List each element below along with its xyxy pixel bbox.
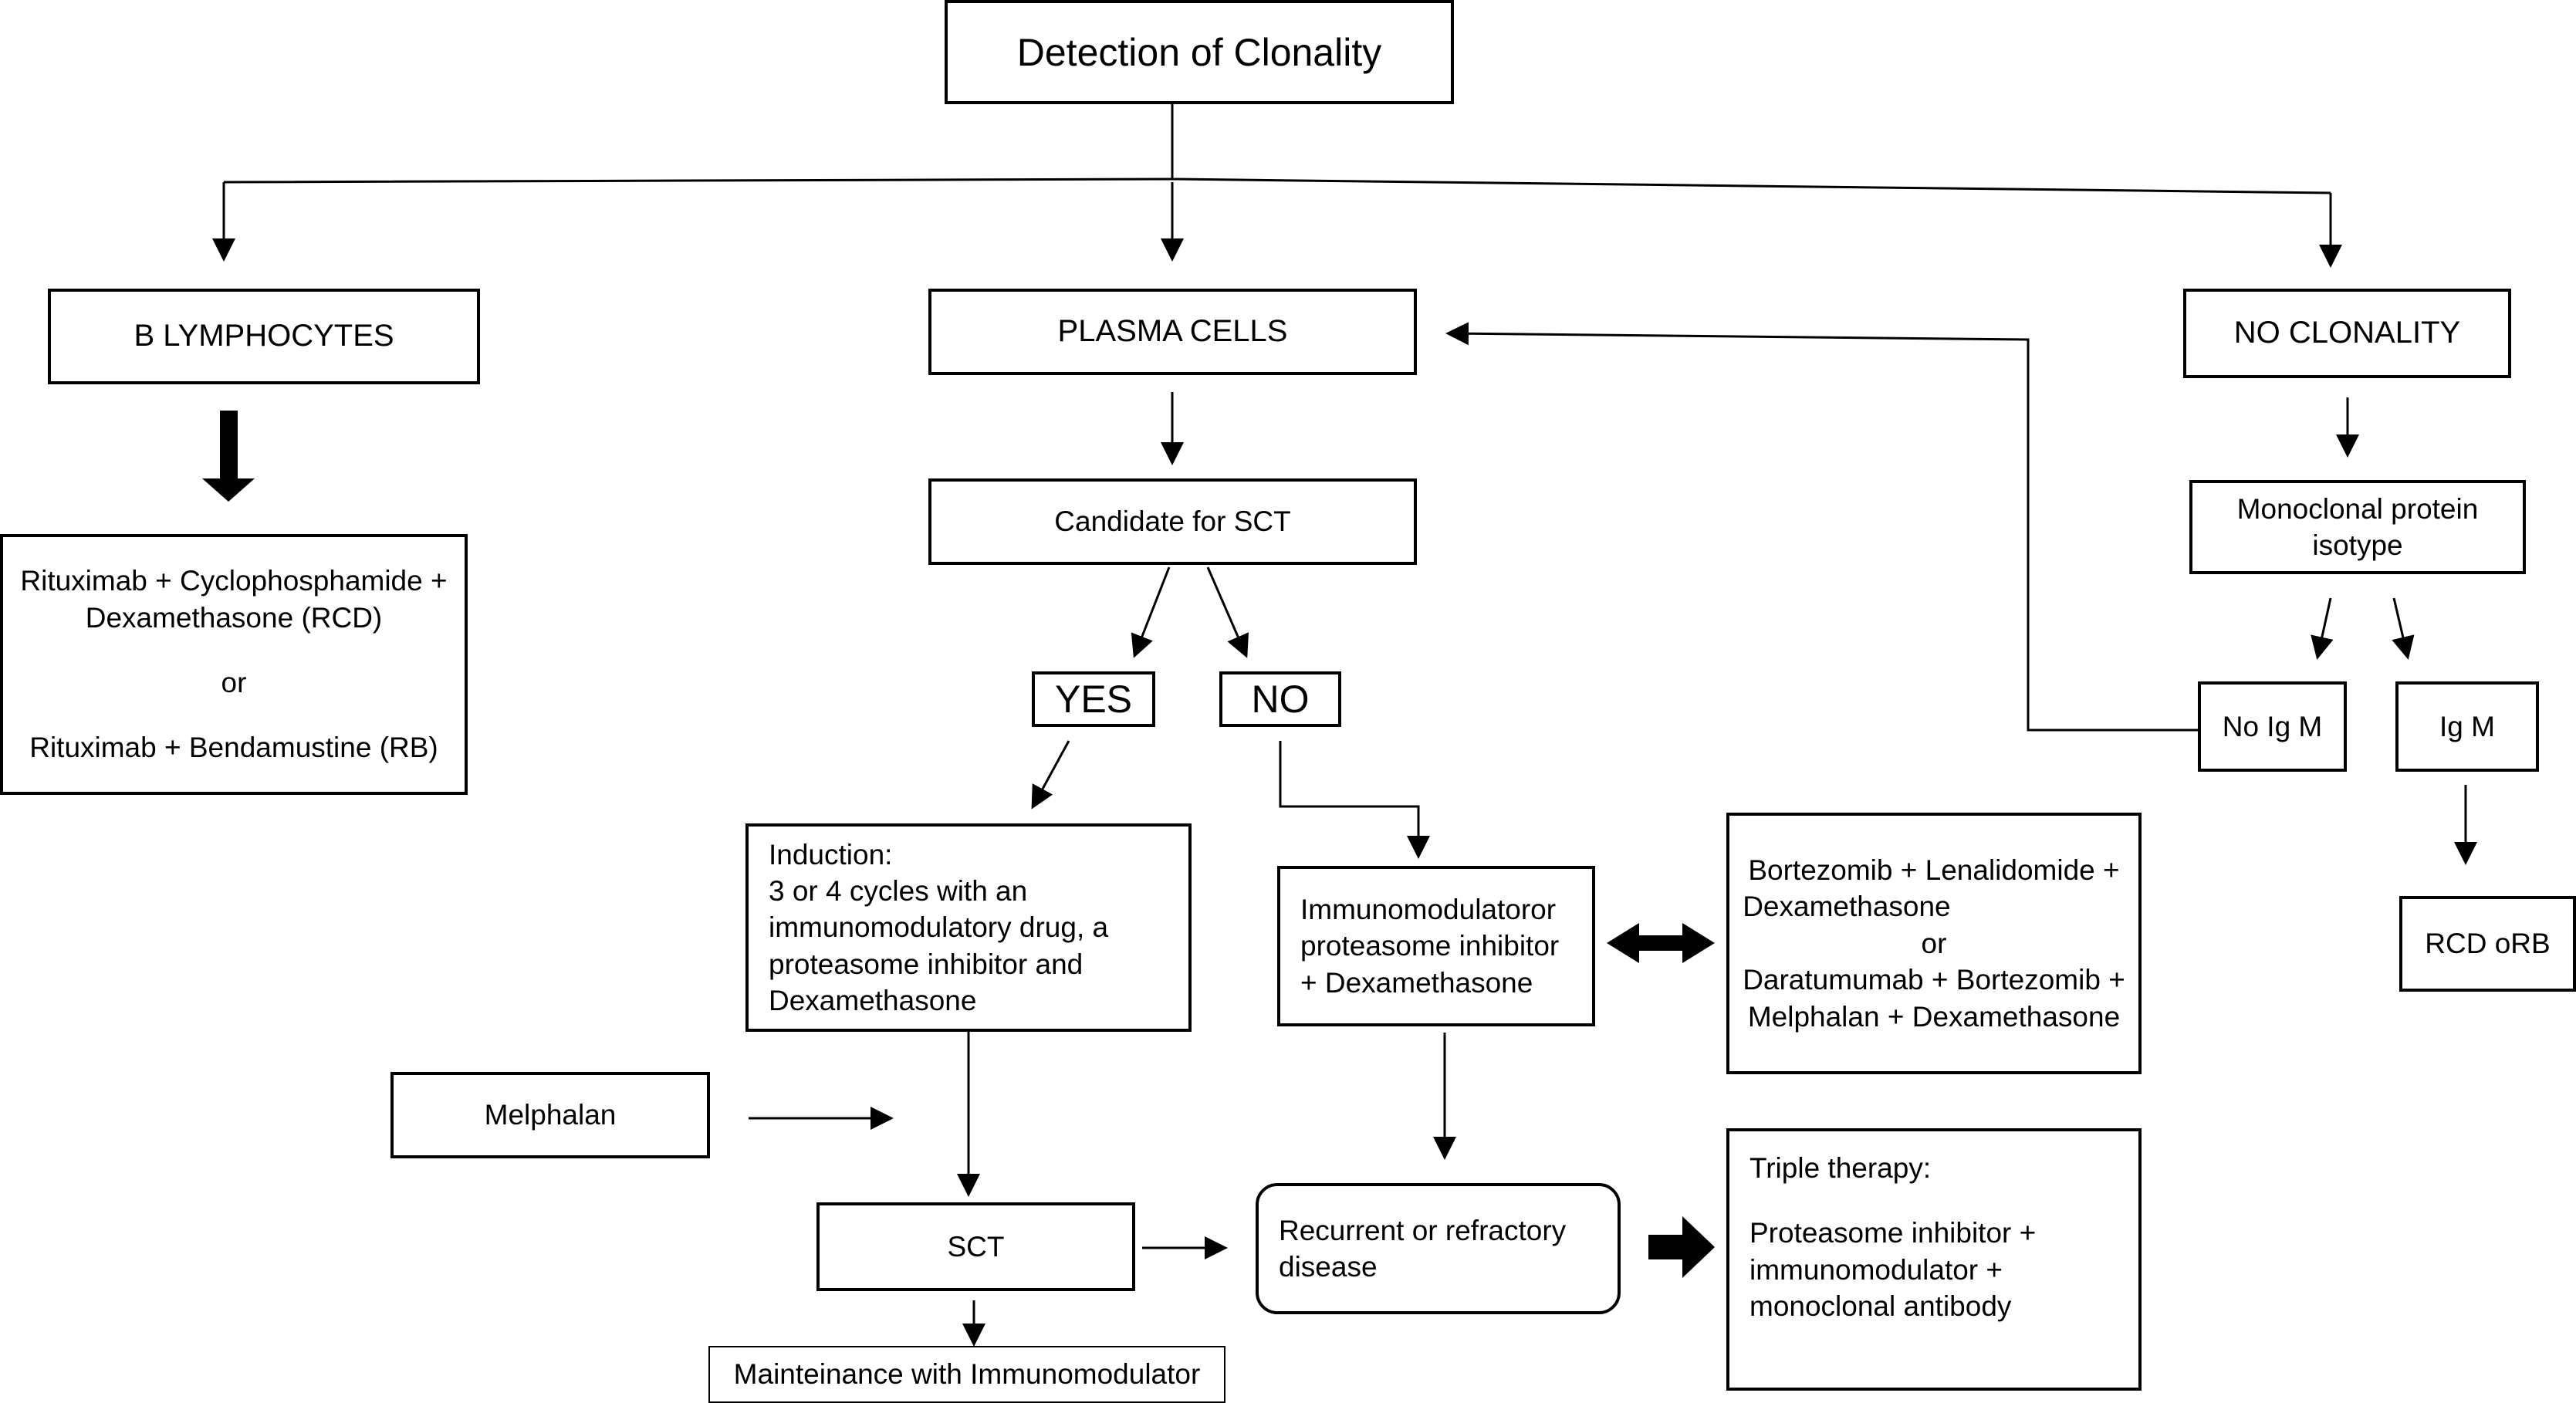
b-lymphocytes-label: B LYMPHOCYTES [134, 319, 394, 353]
edge-no-to-immuno [1279, 741, 1430, 859]
b-treatment-line: Rituximab + Bendamustine (RB) [29, 732, 438, 764]
immunomodulator-or-pi-box: Immunomodulatoror proteasome inhibitor +… [1277, 866, 1595, 1026]
triple-line: Proteasome inhibitor + [1749, 1217, 2037, 1249]
arrow-double-immuno-combos [1607, 923, 1715, 963]
melphalan-label: Melphalan [484, 1099, 617, 1131]
induction-line: immunomodulatory drug, a [769, 911, 1109, 944]
triple-lines: Triple therapy: Proteasome inhibitor + i… [1749, 1150, 2036, 1324]
edge-candidate-to-no [1206, 566, 1249, 658]
edge-candidate-to-yes [1131, 566, 1171, 658]
arrow-bold-recurrent-to-triple [1648, 1216, 1715, 1278]
induction-line: proteasome inhibitor and [769, 948, 1083, 980]
yes-label: YES [1054, 678, 1133, 721]
no-clonality-label: NO CLONALITY [2233, 316, 2461, 350]
induction-line: Dexamethasone [769, 985, 977, 1017]
immuno-lines: Immunomodulatoror proteasome inhibitor +… [1300, 891, 1559, 1001]
igm-box: Ig M [2395, 681, 2539, 772]
induction-lines: Induction: 3 or 4 cycles with an immunom… [769, 837, 1108, 1019]
combos-line: Melphalan + Dexamethasone [1747, 1000, 2121, 1033]
edge-isotype-to-no-igm [2311, 597, 2334, 660]
b-treatment-line: Dexamethasone (RCD) [85, 601, 383, 634]
triple-line: immunomodulator + [1749, 1253, 2003, 1286]
candidate-for-sct-label: Candidate for SCT [1054, 505, 1291, 538]
edge-no-igm-feedback-to-plasma [1445, 322, 2199, 732]
arrow-bold-b-to-treatment [202, 411, 255, 502]
candidate-for-sct-box: Candidate for SCT [928, 478, 1417, 565]
recurrent-line: disease [1279, 1251, 1378, 1283]
b-treatment-lines: Rituximab + Cyclophosphamide + Dexametha… [20, 563, 447, 766]
induction-box: Induction: 3 or 4 cycles with an immunom… [745, 823, 1192, 1032]
b-treatment-line: or [221, 667, 247, 698]
no-igm-label: No Ig M [2222, 710, 2323, 742]
b-lymphocytes-box: B LYMPHOCYTES [48, 289, 480, 384]
combos-line: Daratumumab + Bortezomib + [1743, 964, 2125, 996]
triple-line: Triple therapy: [1749, 1152, 1932, 1184]
plasma-cells-box: PLASMA CELLS [928, 289, 1417, 375]
induction-line: Induction: [769, 838, 893, 871]
rcd-orb-label: RCD oRB [2425, 928, 2551, 960]
edge-isotype-to-igm [2392, 597, 2415, 660]
recurrent-lines: Recurrent or refractory disease [1279, 1212, 1566, 1286]
edge-split-horizontal [223, 177, 2331, 194]
no-clonality-box: NO CLONALITY [2183, 289, 2511, 378]
combos-lines: Bortezomib + Lenalidomide + Dexamethason… [1743, 852, 2125, 1035]
no-box: NO [1219, 671, 1341, 727]
monoclonal-isotype-box: Monoclonal protein isotype [2189, 480, 2526, 574]
igm-label: Ig M [2439, 710, 2495, 742]
edge-yes-to-induction [1031, 740, 1070, 810]
b-treatment-line: Rituximab + Cyclophosphamide + [20, 565, 448, 597]
yes-box: YES [1032, 671, 1155, 727]
isotype-lines: Monoclonal protein isotype [2237, 491, 2479, 564]
immuno-line: Immunomodulatoror [1300, 893, 1557, 925]
combos-line: Bortezomib + Lenalidomide + [1748, 854, 2120, 887]
no-igm-box: No Ig M [2198, 681, 2347, 772]
maintenance-box: Mainteinance with Immunomodulator [708, 1346, 1225, 1403]
detection-of-clonality-label: Detection of Clonality [1016, 30, 1382, 74]
plasma-cells-label: PLASMA CELLS [1057, 314, 1288, 349]
isotype-line: Monoclonal protein [2236, 492, 2479, 525]
recurrent-line: Recurrent or refractory [1279, 1214, 1567, 1246]
immuno-line: proteasome inhibitor [1300, 930, 1560, 962]
triple-therapy-box: Triple therapy: Proteasome inhibitor + i… [1726, 1128, 2142, 1391]
sct-label: SCT [947, 1230, 1005, 1263]
isotype-line: isotype [2312, 529, 2403, 561]
sct-box: SCT [816, 1202, 1135, 1291]
immuno-line: + Dexamethasone [1300, 966, 1533, 999]
triple-line: monoclonal antibody [1749, 1290, 2012, 1323]
no-label: NO [1251, 678, 1310, 721]
recurrent-refractory-box: Recurrent or refractory disease [1256, 1183, 1621, 1314]
rcd-orb-box: RCD oRB [2399, 896, 2576, 992]
maintenance-label: Mainteinance with Immunomodulator [733, 1358, 1201, 1391]
b-lymphocytes-treatment-box: Rituximab + Cyclophosphamide + Dexametha… [0, 534, 468, 795]
melphalan-box: Melphalan [390, 1072, 710, 1158]
induction-line: 3 or 4 cycles with an [769, 874, 1028, 907]
combos-line: or [1921, 927, 1947, 959]
combination-regimens-box: Bortezomib + Lenalidomide + Dexamethason… [1726, 813, 2142, 1074]
detection-of-clonality-box: Detection of Clonality [945, 0, 1454, 104]
combos-line: Dexamethasone [1743, 891, 1951, 923]
